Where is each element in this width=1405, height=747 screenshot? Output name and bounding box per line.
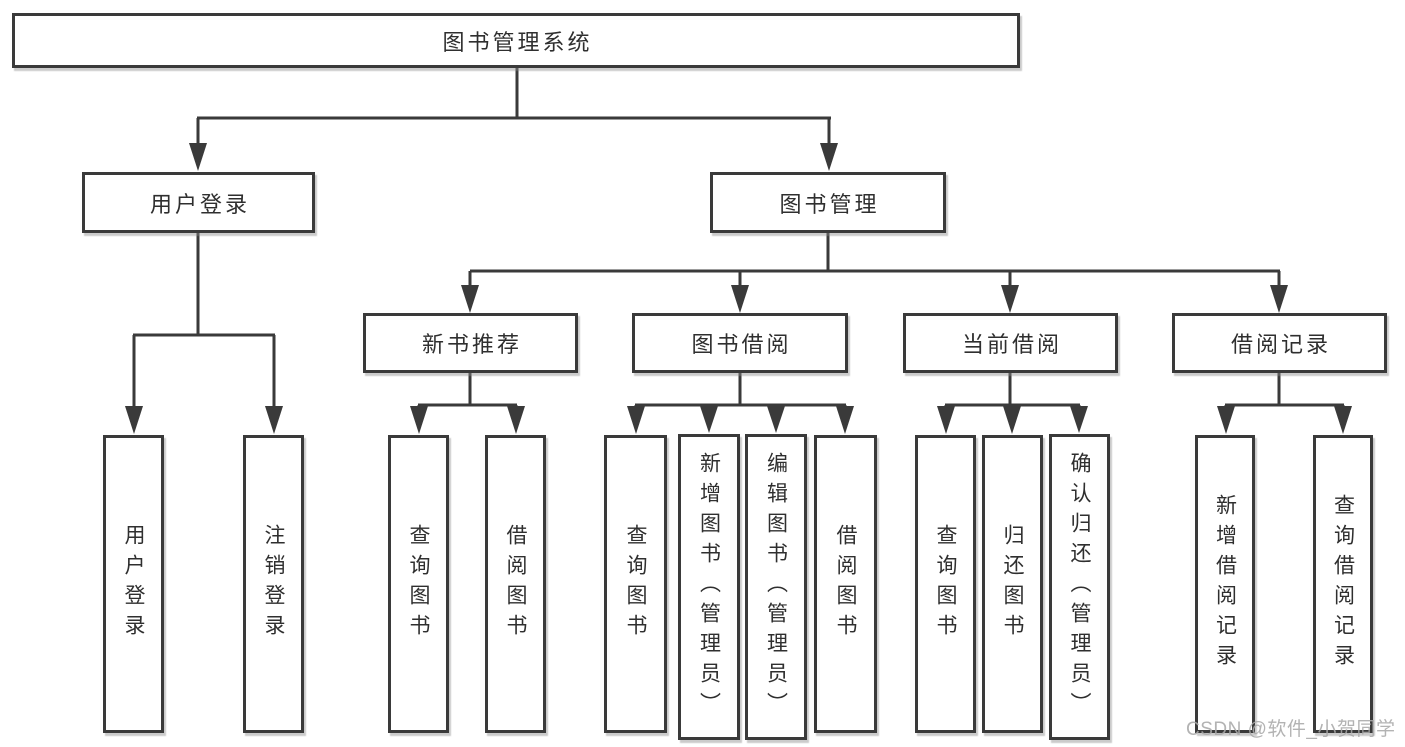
leaf-user-login: 用户登录 xyxy=(103,435,164,733)
node-label: 查询图书 xyxy=(934,524,957,644)
arrowhead xyxy=(410,406,428,434)
node-system-root: 图书管理系统 xyxy=(12,13,1020,68)
connector-book-borrow-children xyxy=(627,373,854,434)
leaf-borrow-books-2: 借阅图书 xyxy=(814,435,877,733)
arrowhead xyxy=(836,406,854,434)
node-borrowing-records: 借阅记录 xyxy=(1172,313,1387,373)
leaf-add-borrow-record: 新增借阅记录 xyxy=(1195,435,1255,733)
connector-borrow-record-children xyxy=(1217,373,1352,434)
leaf-return-books: 归还图书 xyxy=(982,435,1043,733)
node-label: 查询借阅记录 xyxy=(1331,494,1355,674)
arrowhead xyxy=(507,406,525,434)
node-label: 用户登录 xyxy=(122,524,145,644)
leaf-query-borrow-record: 查询借阅记录 xyxy=(1313,435,1373,733)
node-label: 当前借阅 xyxy=(961,332,1062,357)
leaf-query-books-2: 查询图书 xyxy=(604,435,667,733)
arrowhead xyxy=(937,406,955,434)
arrowhead xyxy=(820,143,838,171)
arrowhead xyxy=(627,406,645,434)
node-book-borrowing: 图书借阅 xyxy=(632,313,848,373)
node-label: 图书借阅 xyxy=(691,332,792,357)
node-book-management-module: 图书管理 xyxy=(710,172,946,233)
arrowhead xyxy=(265,406,283,434)
arrowhead xyxy=(1270,285,1288,313)
leaf-logout: 注销登录 xyxy=(243,435,304,733)
node-current-borrowing: 当前借阅 xyxy=(903,313,1118,373)
leaf-add-books-admin: 新增图书（管理员） xyxy=(678,434,740,740)
node-label: 新书推荐 xyxy=(421,332,522,357)
arrowhead xyxy=(1070,406,1088,433)
arrowhead xyxy=(189,143,207,171)
connector-user-login-children xyxy=(125,233,283,434)
node-label: 图书管理 xyxy=(779,191,880,217)
arrowhead xyxy=(461,285,479,313)
connector-new-book-children xyxy=(410,373,525,434)
node-user-login-module: 用户登录 xyxy=(82,172,315,233)
connector-current-borrow-children xyxy=(937,373,1088,434)
connector-book-mgmt-to-sections xyxy=(461,233,1288,313)
node-label: 确认归还（管理员） xyxy=(1068,452,1091,722)
node-label: 新增借阅记录 xyxy=(1213,494,1237,674)
csdn-watermark: CSDN @软件_小贺同学 xyxy=(1186,719,1396,740)
node-label: 查询图书 xyxy=(624,524,647,644)
leaf-confirm-return-admin: 确认归还（管理员） xyxy=(1049,434,1110,740)
arrowhead xyxy=(125,406,143,434)
arrowhead xyxy=(1003,406,1021,434)
node-label: 查询图书 xyxy=(407,524,430,644)
arrowhead xyxy=(767,406,785,433)
leaf-borrow-books-1: 借阅图书 xyxy=(485,435,546,733)
node-label: 借阅图书 xyxy=(834,524,857,644)
node-label: 借阅记录 xyxy=(1230,332,1331,357)
arrowhead xyxy=(700,406,718,433)
node-label: 用户登录 xyxy=(149,191,250,217)
node-label: 借阅图书 xyxy=(504,524,527,644)
arrowhead xyxy=(1001,285,1019,313)
connector-root-to-level2 xyxy=(189,68,838,171)
node-new-book-recommend: 新书推荐 xyxy=(363,313,578,373)
node-label: 新增图书（管理员） xyxy=(697,452,721,722)
arrowhead xyxy=(1217,406,1235,434)
leaf-edit-books-admin: 编辑图书（管理员） xyxy=(745,434,807,740)
node-label: 归还图书 xyxy=(1001,524,1024,644)
leaf-query-books-1: 查询图书 xyxy=(388,435,449,733)
node-label: 注销登录 xyxy=(262,524,285,644)
leaf-query-books-3: 查询图书 xyxy=(915,435,976,733)
arrowhead xyxy=(1334,406,1352,434)
node-label: 编辑图书（管理员） xyxy=(764,452,788,722)
arrowhead xyxy=(731,285,749,313)
node-label: 图书管理系统 xyxy=(442,29,593,55)
